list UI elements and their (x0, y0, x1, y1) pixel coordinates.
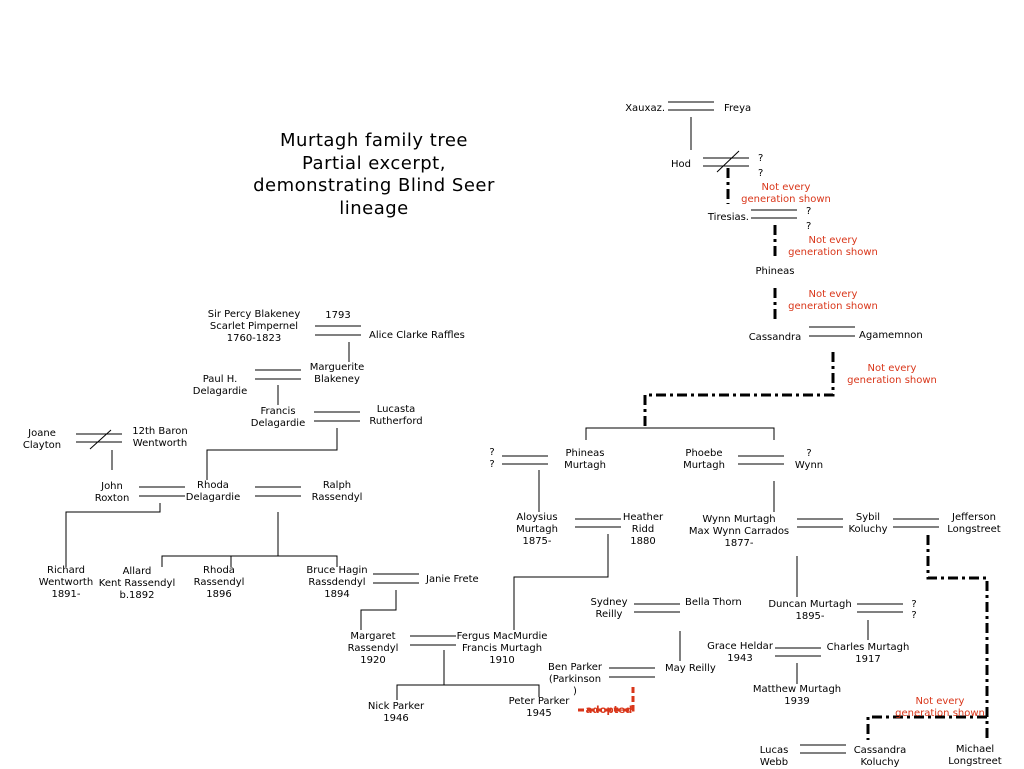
person-john: John Roxton (94, 481, 130, 504)
person-aloysius: Aloysius Murtagh 1875- (516, 512, 558, 547)
person-jefferson: Jefferson Longstreet (947, 512, 1001, 535)
person-margaret: Margaret Rassendyl 1920 (347, 631, 399, 666)
person-cassandra-koluchy: Cassandra Koluchy (853, 745, 907, 768)
person-richard: Richard Wentworth 1891- (38, 565, 94, 600)
person-allard: Allard Kent Rassendyl b.1892 (98, 566, 176, 601)
person-francis-delagardie: Francis Delagardie (250, 406, 306, 429)
unknown-spouse-mark: ? (911, 599, 917, 610)
unknown-spouse-mark: ? (806, 448, 812, 459)
person-tiresias: Tiresias. (707, 212, 749, 223)
person-rhoda-delagardie: Rhoda Delagardie (185, 480, 241, 503)
person-grace: Grace Heldar 1943 (707, 641, 773, 664)
person-xauxaz: Xauxaz. (625, 103, 665, 114)
person-agamemnon: Agamemnon (859, 330, 923, 341)
note-gap: Not every generation shown (847, 363, 937, 386)
diagram-title: Murtagh family tree Partial excerpt, dem… (253, 130, 495, 219)
person-baron: 12th Baron Wentworth (132, 426, 188, 449)
person-ralph: Ralph Rassendyl (311, 480, 363, 503)
person-freya: Freya (724, 103, 752, 114)
person-joane: Joane Clayton (22, 428, 62, 451)
person-matthew: Matthew Murtagh 1939 (752, 684, 842, 707)
person-sybil: Sybil Koluchy (848, 512, 888, 535)
unknown-spouse-mark: ? (758, 153, 764, 164)
person-janie: Janie Frete (426, 574, 479, 585)
note-gap: Not every generation shown (788, 235, 878, 258)
person-phineas-murtagh: Phineas Murtagh (564, 448, 606, 471)
person-wynn: Wynn (794, 460, 824, 471)
person-peter: Peter Parker 1945 (508, 696, 570, 719)
person-heather: Heather Ridd 1880 (622, 512, 664, 547)
person-marguerite: Marguerite Blakeney (309, 362, 365, 385)
note-adopted: adopted (585, 705, 633, 716)
person-lucasta: Lucasta Rutherford (369, 404, 423, 427)
person-michael: Michael Longstreet (948, 744, 1002, 767)
person-bella: Bella Thorn (685, 597, 742, 608)
person-hod: Hod (671, 159, 691, 170)
person-may: May Reilly (665, 663, 716, 674)
unknown-spouse-mark: ? (489, 459, 495, 470)
person-bruce: Bruce Hagin Rassdendyl 1894 (306, 565, 368, 600)
unknown-spouse-mark: ? (758, 168, 764, 179)
person-sydney: Sydney Reilly (590, 597, 628, 620)
unknown-spouse-mark: ? (911, 610, 917, 621)
person-phoebe: Phoebe Murtagh (683, 448, 725, 471)
note-gap: Not every generation shown (895, 696, 985, 719)
person-fergus: Fergus MacMurdie Francis Murtagh 1910 (456, 631, 548, 666)
person-phineas: Phineas (755, 266, 795, 277)
person-paul: Paul H. Delagardie (192, 374, 248, 397)
unknown-spouse-mark: ? (489, 447, 495, 458)
gap-lines (643, 168, 989, 740)
unknown-spouse-mark: ? (806, 206, 812, 217)
marriage-year: 1793 (325, 310, 351, 321)
note-gap: Not every generation shown (788, 289, 878, 312)
person-cassandra: Cassandra (748, 332, 802, 343)
note-gap: Not every generation shown (741, 182, 831, 205)
solid-lines (65, 101, 939, 754)
person-charles: Charles Murtagh 1917 (826, 642, 910, 665)
adoption-line (575, 687, 635, 712)
person-ben: Ben Parker (Parkinson ) (547, 662, 603, 697)
person-duncan: Duncan Murtagh 1895- (768, 599, 852, 622)
unknown-spouse-mark: ? (806, 221, 812, 232)
person-sir-percy: Sir Percy Blakeney Scarlet Pimpernel 176… (207, 309, 301, 344)
person-wynn-murtagh: Wynn Murtagh Max Wynn Carrados 1877- (688, 514, 790, 549)
person-rhoda-rassendyl: Rhoda Rassendyl 1896 (193, 565, 245, 600)
person-nick: Nick Parker 1946 (367, 701, 425, 724)
person-lucas: Lucas Webb (759, 745, 789, 768)
person-alice: Alice Clarke Raffles (369, 330, 465, 341)
